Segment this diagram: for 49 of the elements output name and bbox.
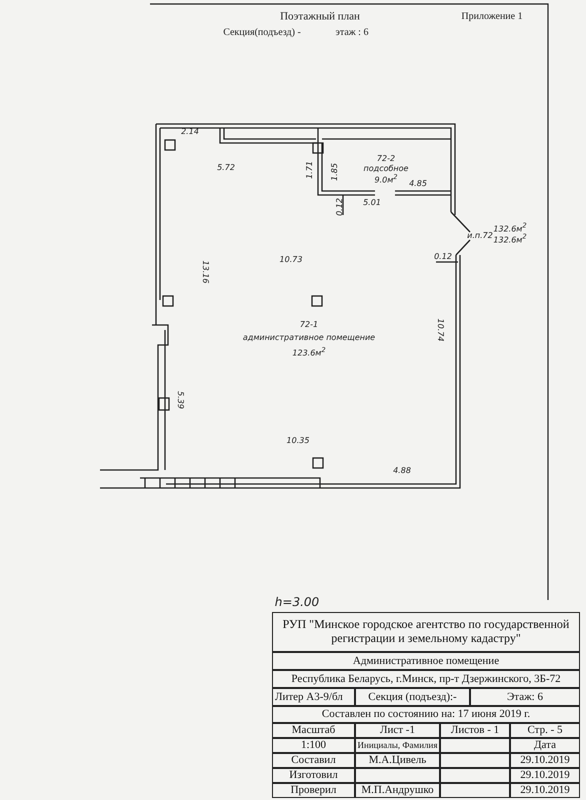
dimension-text: 10.73	[280, 256, 302, 264]
table-cell: Секция (подъезд):-	[355, 688, 470, 706]
table-cell: Дата	[510, 738, 580, 753]
dimension-text: 0.12	[434, 253, 452, 261]
table-cell: Составлен по состоянию на: 17 июня 2019 г.	[272, 706, 580, 723]
table-cell: Изготовил	[272, 768, 355, 783]
dimension-text: 1.85	[331, 163, 339, 181]
dimension-text: 0.12	[336, 198, 344, 216]
table-cell: Лист -1	[355, 723, 440, 738]
area-note: 132.6м$^{2}$	[493, 222, 527, 234]
dimension-text: 10.35	[286, 437, 310, 445]
table-cell: Административное помещение	[272, 652, 580, 670]
table-cell: Этаж: 6	[470, 688, 580, 706]
height-note: h=3.00	[274, 596, 320, 608]
table-cell: М.П.Андрушко	[355, 783, 440, 798]
table-cell: Инициалы, Фамилия	[355, 738, 440, 753]
table-cell: Республика Беларусь, г.Минск, пр-т Дзержинского, 3Б-72	[272, 670, 580, 688]
table-cell: Литер А3-9/бл	[272, 688, 355, 706]
dimension-text: 5.39	[176, 391, 184, 409]
table-cell: Масштаб	[272, 723, 355, 738]
table-cell: Проверил	[272, 783, 355, 798]
annotation: и.п.72	[467, 232, 493, 240]
room-name: подсобное	[364, 164, 408, 173]
section-note: Секция(подъезд) -	[223, 28, 301, 38]
dimension-text: 4.85	[409, 180, 427, 188]
table-cell: РУП "Минское городское агентство по государственной регистрации и земельному кадастру"	[272, 612, 580, 652]
dimension-text: 1.71	[306, 161, 314, 179]
table-cell: Стр. - 5	[510, 723, 580, 738]
table-cell: 29.10.2019	[510, 753, 580, 768]
room-number: 72-2	[376, 154, 396, 163]
floor-note: этаж : 6	[336, 28, 368, 38]
table-cell: М.А.Цивель	[355, 753, 440, 768]
dimension-text: 5.01	[363, 199, 381, 207]
table-cell: Составил	[272, 753, 355, 768]
dimension-text: 5.72	[217, 164, 235, 172]
plan-title: Поэтажный план	[280, 12, 360, 22]
sheet-note: Приложение 1	[461, 12, 523, 22]
dimension-text: 4.88	[393, 467, 411, 475]
table-cell: 29.10.2019	[510, 783, 580, 798]
room-area: 9.0м$^{2}$	[374, 173, 398, 185]
dimension-text: 13.16	[201, 260, 209, 284]
area-note: 132.6м$^{2}$	[493, 234, 527, 244]
room-name: административное помещение	[242, 333, 376, 342]
room-area: 123.6м$^{2}$	[292, 346, 326, 358]
dimension-text: 10.74	[436, 318, 444, 342]
table-cell: 29.10.2019	[510, 768, 580, 783]
table-cell: 1:100	[272, 738, 355, 753]
table-cell: Листов - 1	[440, 723, 510, 738]
room-number: 72-1	[300, 320, 318, 329]
